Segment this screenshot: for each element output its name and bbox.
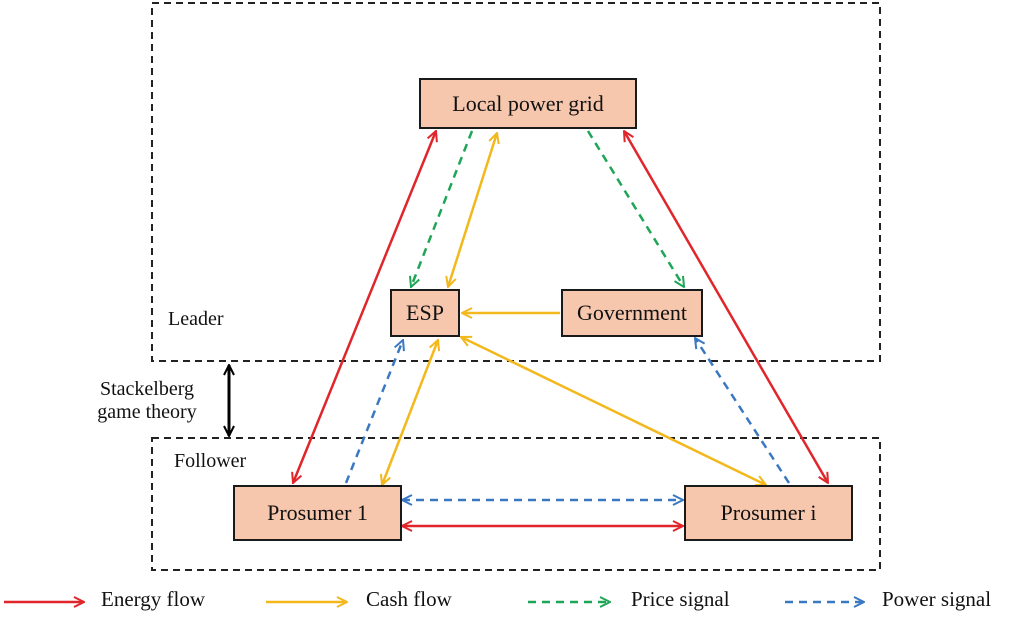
legend-price-signal-label: Price signal <box>631 587 730 611</box>
cash-esp-prosumer1-arrow <box>382 340 438 485</box>
legend-cash-flow-label: Cash flow <box>366 587 452 611</box>
government-node: Government <box>561 289 703 337</box>
local-power-grid-node: Local power grid <box>419 78 637 129</box>
power-prosumer1-esp-arrow <box>344 340 403 484</box>
prosumer-i-node: Prosumer i <box>684 485 853 541</box>
stackelberg-label: Stackelberg game theory <box>76 378 218 424</box>
power-prosumeri-government-arrow <box>695 338 791 484</box>
legend-power-signal-label: Power signal <box>882 587 992 611</box>
prosumer-1-node: Prosumer 1 <box>233 485 402 541</box>
leader-region <box>151 2 881 362</box>
stackelberg-label-line2: game theory <box>97 401 197 423</box>
price-grid-esp-arrow <box>411 130 474 287</box>
stackelberg-label-line1: Stackelberg <box>99 378 195 400</box>
energy-grid-prosumeri-arrow <box>624 131 828 483</box>
energy-grid-prosumer1-arrow <box>293 131 436 483</box>
price-grid-government-arrow <box>586 130 684 287</box>
legend-energy-flow-label: Energy flow <box>101 587 206 611</box>
follower-label: Follower <box>174 450 247 472</box>
cash-esp-prosumeri-arrow <box>461 337 766 485</box>
leader-label: Leader <box>168 308 224 330</box>
cash-grid-esp-arrow <box>448 133 497 287</box>
esp-node: ESP <box>390 289 460 337</box>
